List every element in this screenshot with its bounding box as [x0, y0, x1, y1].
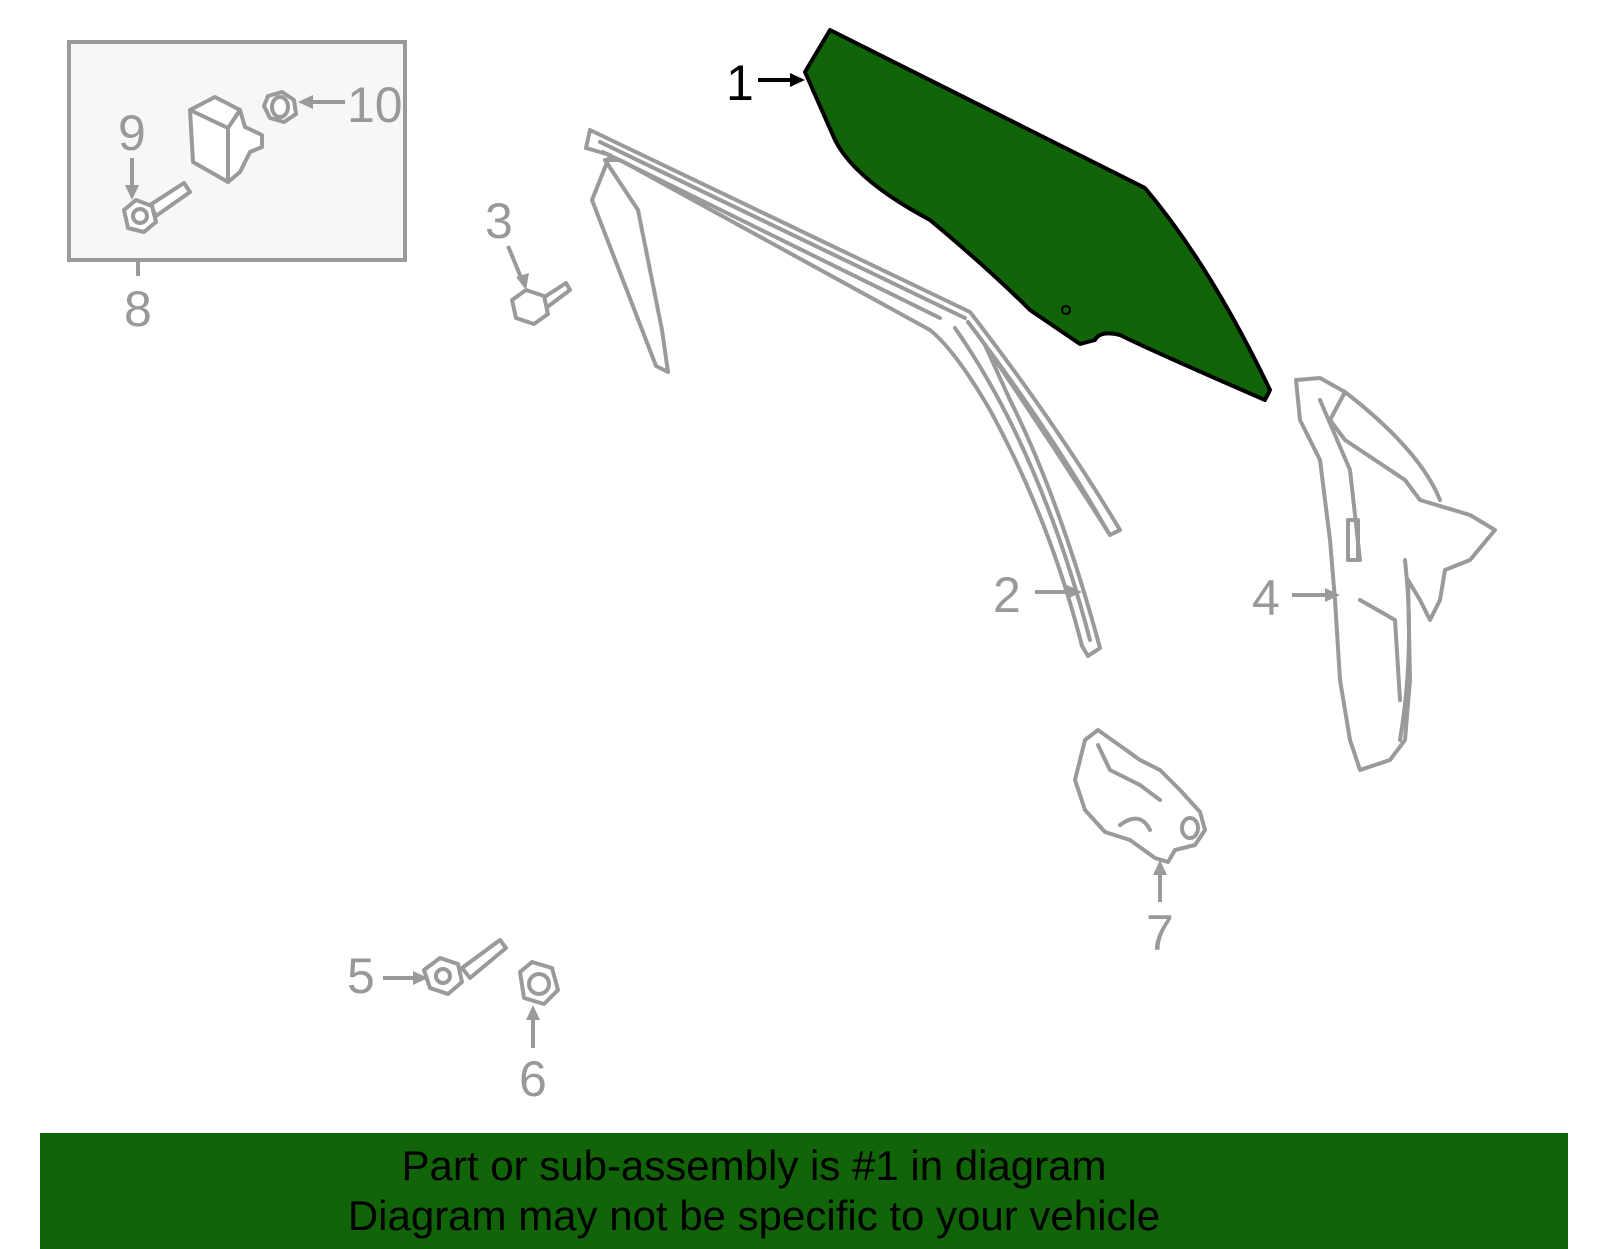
callout-1: 1: [726, 55, 754, 111]
arrowhead-10: [298, 95, 313, 109]
callout-7: 7: [1146, 905, 1174, 961]
callout-3: 3: [485, 193, 513, 249]
window-motor-part-7: [1073, 728, 1207, 864]
info-banner: Part or sub-assembly is #1 in diagram Di…: [40, 1133, 1568, 1249]
run-channel-part-2: [584, 128, 1122, 658]
callout-5: 5: [347, 948, 375, 1004]
bolt-part-5: [422, 938, 508, 996]
callout-9: 9: [118, 105, 146, 161]
arrowhead-2: [1067, 585, 1082, 599]
callout-4: 4: [1252, 570, 1280, 626]
callout-2: 2: [993, 567, 1021, 623]
window-glass-part-1[interactable]: [803, 28, 1272, 402]
nut-part-10: [262, 90, 298, 124]
banner-line-1: Part or sub-assembly is #1 in diagram: [401, 1142, 1107, 1189]
window-regulator-part-4: [1294, 376, 1497, 772]
glass-hole: [1061, 305, 1071, 315]
arrowhead-1: [790, 73, 805, 87]
callout-8: 8: [124, 281, 152, 337]
callout-6: 6: [519, 1051, 547, 1107]
arrowhead-6: [526, 1005, 540, 1020]
arrowhead-9: [125, 185, 139, 200]
arrowhead-5: [413, 971, 428, 985]
arrowhead-7: [1153, 860, 1167, 875]
sensor-module-part: [188, 95, 264, 184]
arrowhead-3: [516, 273, 529, 290]
arrow-3: [506, 245, 524, 281]
bolt-part-9: [122, 181, 192, 234]
callout-10: 10: [347, 77, 403, 133]
arrowhead-4: [1325, 588, 1340, 602]
banner-line-2: Diagram may not be specific to your vehi…: [347, 1192, 1161, 1239]
bolt-part-3: [510, 281, 572, 326]
nut-part-6: [518, 960, 560, 1006]
